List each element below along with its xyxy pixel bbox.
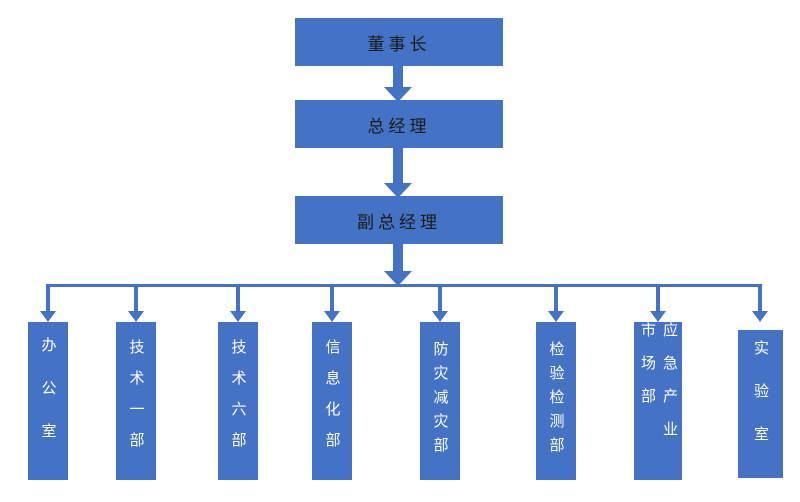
drop-arrow <box>324 284 340 322</box>
department-box-office: 办公室 <box>28 322 68 480</box>
department-box-tech-6: 技术六部 <box>218 322 258 480</box>
department-box-disaster-prevention: 防灾减灾部 <box>420 322 460 480</box>
down-arrow <box>384 147 412 198</box>
general-manager-box: 总经理 <box>295 100 503 148</box>
department-box-emergency-industry-market: 应急产业市场部 <box>634 322 682 480</box>
arrow-head-icon <box>128 311 144 322</box>
department-box-informatization: 信息化部 <box>312 322 352 480</box>
department-box-tech-1: 技术一部 <box>116 322 156 480</box>
drop-arrow <box>432 284 448 322</box>
arrow-stem <box>393 64 403 87</box>
arrow-head-icon <box>230 311 246 322</box>
arrow-stem <box>236 284 240 311</box>
arrow-head-icon <box>324 311 340 322</box>
arrow-stem <box>758 284 762 311</box>
arrow-stem <box>330 284 334 311</box>
arrow-head-icon <box>40 311 56 322</box>
down-arrow <box>384 64 412 102</box>
arrow-stem <box>438 284 442 311</box>
drop-arrow <box>230 284 246 322</box>
arrow-head-icon <box>384 271 412 286</box>
arrow-head-icon <box>752 311 768 322</box>
drop-arrow <box>40 284 56 322</box>
arrow-head-icon <box>650 311 666 322</box>
arrow-stem <box>554 284 558 311</box>
arrow-head-icon <box>432 311 448 322</box>
drop-arrow <box>128 284 144 322</box>
arrow-stem <box>393 243 403 271</box>
drop-arrow <box>650 284 666 322</box>
arrow-head-icon <box>384 183 412 198</box>
arrow-stem <box>393 147 403 183</box>
arrow-stem <box>134 284 138 311</box>
department-box-laboratory: 实验室 <box>738 330 783 478</box>
arrow-head-icon <box>384 87 412 102</box>
chairman-box: 董事长 <box>295 18 503 66</box>
down-arrow <box>384 243 412 286</box>
arrow-head-icon <box>548 311 564 322</box>
connector-line <box>46 284 762 287</box>
arrow-stem <box>656 284 660 311</box>
department-box-inspection-testing: 检验检测部 <box>536 322 576 480</box>
deputy-general-manager-box: 副总经理 <box>295 196 503 244</box>
arrow-stem <box>46 284 50 311</box>
drop-arrow <box>548 284 564 322</box>
drop-arrow <box>752 284 768 322</box>
